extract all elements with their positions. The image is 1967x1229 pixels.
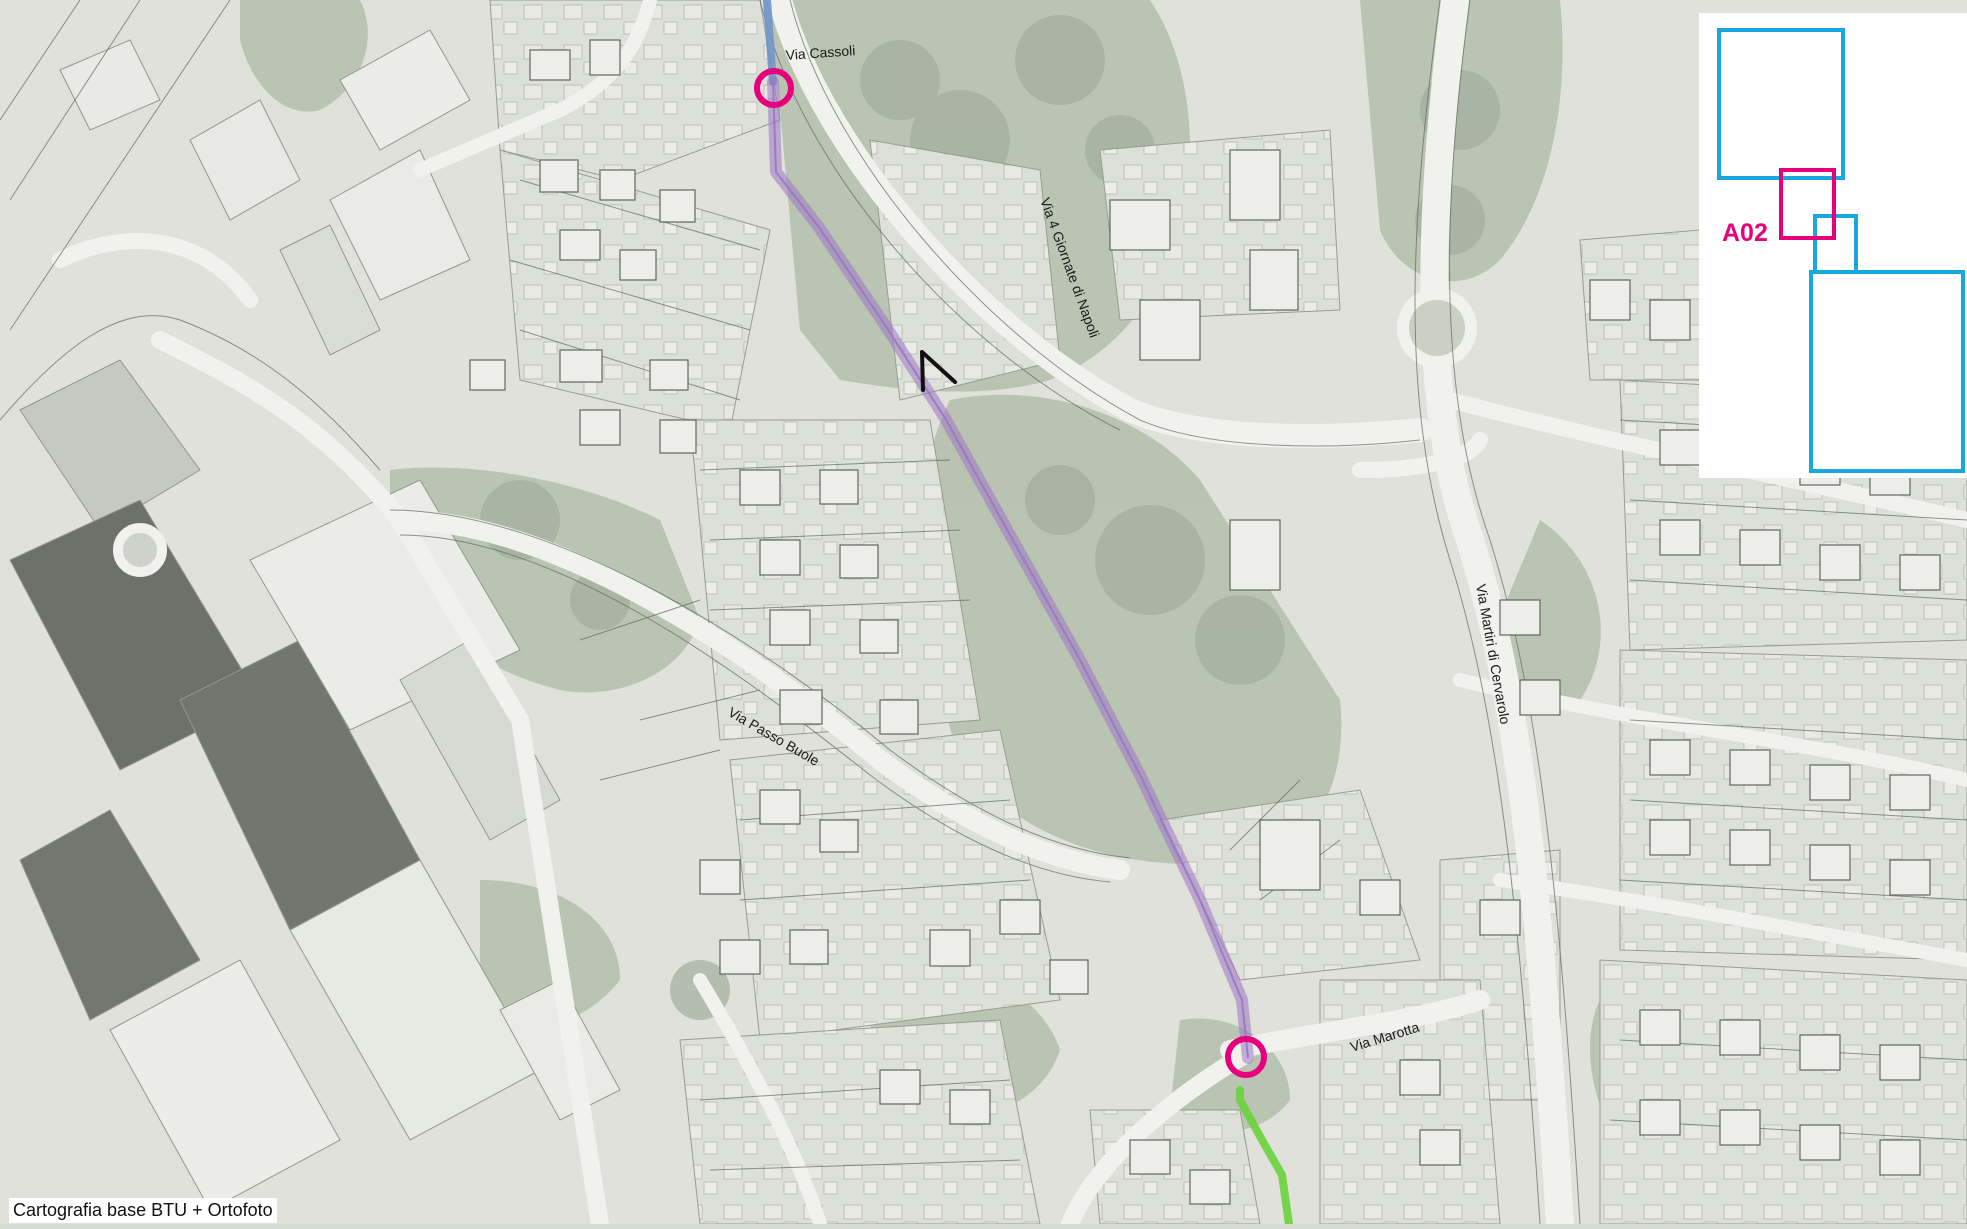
roundabout-west xyxy=(113,523,167,577)
node-marker-south[interactable] xyxy=(1225,1036,1267,1078)
key-map-sheet-current[interactable] xyxy=(1779,168,1836,240)
node-marker-north[interactable] xyxy=(754,68,794,108)
key-map-background xyxy=(1699,13,1967,478)
street-label-via-cassoli: Via Cassoli xyxy=(785,42,856,63)
key-map-sheet-label: A02 xyxy=(1722,219,1768,247)
industrial-buildings xyxy=(9,29,621,1211)
key-map-sheet-south[interactable] xyxy=(1809,270,1965,473)
map-credit: Cartografia base BTU + Ortofoto xyxy=(9,1198,277,1223)
flow-direction-arrow xyxy=(920,350,957,392)
route-downstream xyxy=(1236,1086,1293,1228)
key-map[interactable]: A02 xyxy=(1699,13,1967,478)
roundabout xyxy=(1397,288,1477,368)
route-pipeline-centerline xyxy=(772,81,1249,1059)
building-footprints xyxy=(469,39,1941,1205)
